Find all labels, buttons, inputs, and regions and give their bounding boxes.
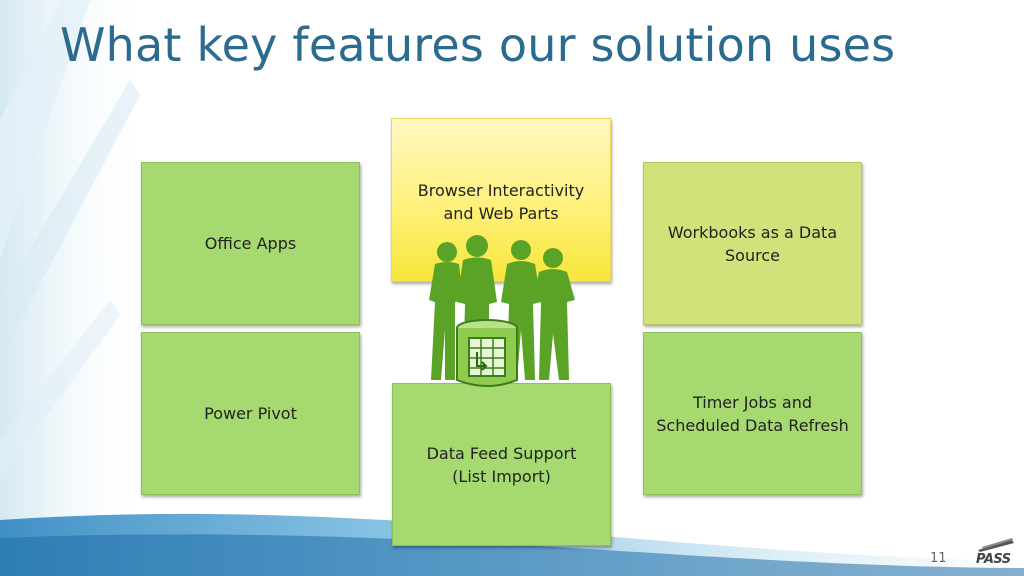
feature-label-line: (List Import) <box>452 467 551 486</box>
feature-label-group: Timer Jobs and Scheduled Data Refresh <box>650 391 854 437</box>
people-with-spreadsheet-icon <box>429 235 575 387</box>
pass-logo-icon: PASS <box>972 538 1016 570</box>
feature-label-line: Source <box>725 245 780 265</box>
feature-box-workbooks-data-source: Workbooks as a Data Source <box>643 162 862 325</box>
feature-label-group: Browser Interactivity and Web Parts <box>412 179 590 225</box>
feature-box-data-feed-support: Data Feed Support (List Import) <box>392 383 611 546</box>
feature-label-line: Scheduled Data Refresh <box>656 415 849 435</box>
feature-label-line: and Web Parts <box>443 204 559 223</box>
feature-label-line: Workbooks as a Data <box>667 222 838 242</box>
feature-label-line: Data Feed Support <box>426 444 577 463</box>
feature-label: Office Apps <box>204 234 297 253</box>
feature-label: Power Pivot <box>204 404 297 423</box>
page-number: 11 <box>930 551 947 566</box>
feature-box-office-apps: Office Apps <box>141 162 360 325</box>
logo-text: PASS <box>976 552 1011 567</box>
feature-label-line: Browser Interactivity <box>417 181 585 200</box>
feature-label-group: Workbooks as a Data Source <box>662 221 843 267</box>
feature-box-browser-interactivity: Browser Interactivity and Web Parts <box>391 118 611 282</box>
feature-box-power-pivot: Power Pivot <box>141 332 360 495</box>
page-title: What key features our solution uses <box>60 18 896 72</box>
feature-box-timer-jobs: Timer Jobs and Scheduled Data Refresh <box>643 332 862 495</box>
feature-label-group: Data Feed Support (List Import) <box>421 442 583 488</box>
logo-stripes <box>978 538 1014 552</box>
feature-label-line: Timer Jobs and <box>692 392 812 412</box>
